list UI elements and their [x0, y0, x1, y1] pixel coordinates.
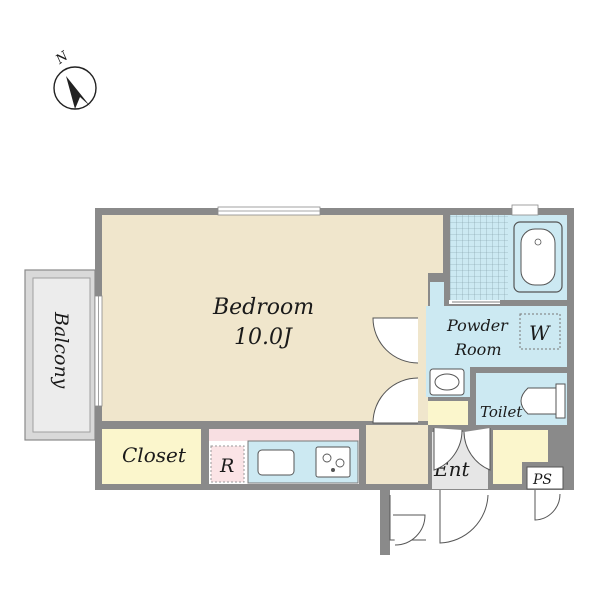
balcony-label: Balcony — [50, 311, 72, 389]
bedroom: Bedroom 10.0J — [102, 215, 443, 421]
bedroom-name: Bedroom — [212, 295, 314, 320]
kitchen: R — [209, 429, 359, 484]
powder-room-label-2: Room — [454, 340, 501, 359]
closet-label: Closet — [122, 443, 187, 467]
refrigerator — [210, 445, 245, 483]
bedroom-door — [372, 317, 419, 364]
toilet-bowl — [520, 387, 557, 415]
kitchen-sink — [257, 449, 295, 476]
balcony: Balcony — [24, 269, 96, 441]
bedroom-window — [217, 206, 321, 216]
storage-upper — [428, 401, 468, 425]
washer-box — [519, 313, 561, 350]
toilet-room: Toilet — [476, 373, 567, 425]
washer-label: W — [529, 321, 551, 345]
closet: Closet — [102, 429, 201, 484]
compass-north-label: N — [52, 48, 71, 68]
powder-room-label-1: Powder — [446, 316, 509, 335]
bathroom — [450, 204, 567, 300]
entrance-door-right — [463, 428, 491, 471]
entrance-door-left — [433, 428, 463, 471]
bedroom-size: 10.0J — [234, 325, 293, 350]
balcony-window — [94, 295, 103, 407]
storage-lower — [493, 430, 548, 484]
hall-door — [372, 377, 419, 424]
toilet-label: Toilet — [480, 403, 523, 421]
powder-room: Powder Room W — [426, 282, 567, 397]
stove-icon — [315, 446, 351, 478]
compass-needle-icon — [66, 76, 90, 109]
refrigerator-label: R — [219, 455, 234, 477]
pipe-space-label: PS — [532, 472, 552, 488]
entry-porch — [380, 490, 561, 555]
compass: N — [52, 48, 97, 110]
pipe-space: PS — [526, 466, 564, 490]
toilet-tank — [555, 383, 566, 419]
hall — [366, 425, 428, 484]
